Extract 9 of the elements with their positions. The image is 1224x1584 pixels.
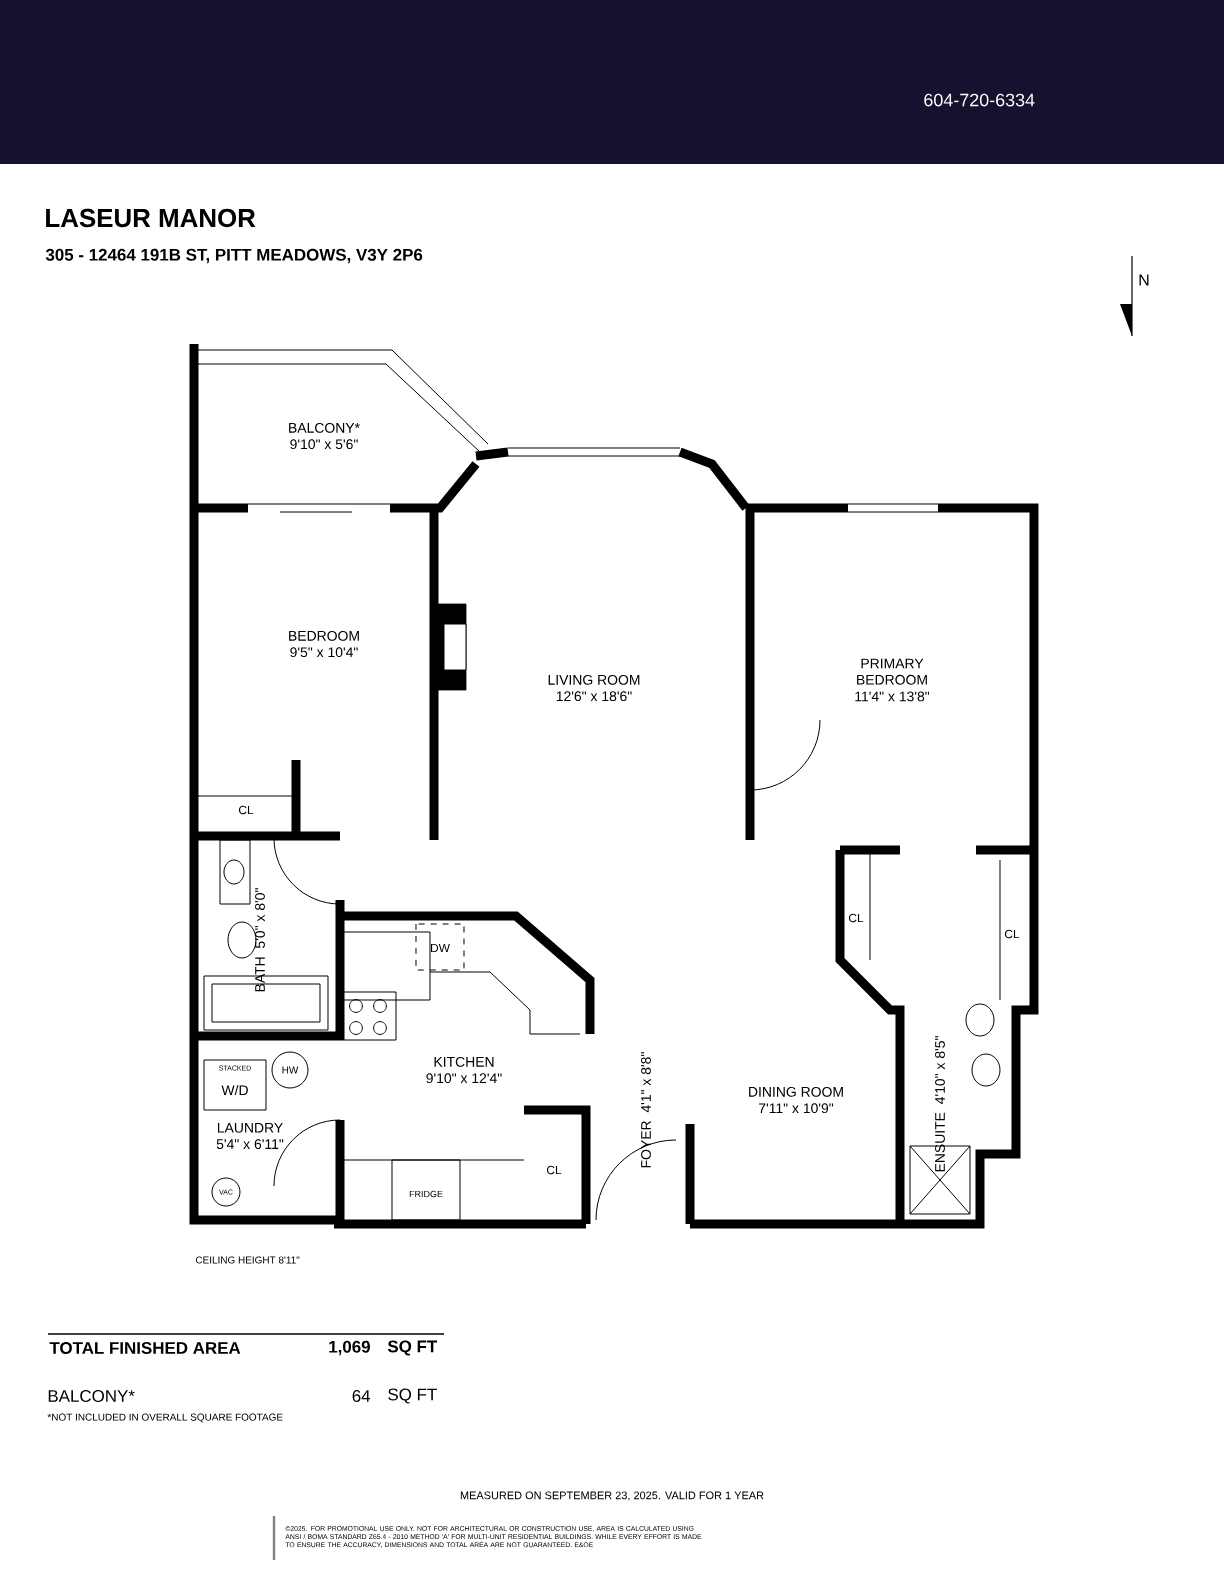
area-unit: SQ FT bbox=[388, 1388, 437, 1404]
address: 305 - 12464 191B ST, PITT MEADOWS, V3Y 2P6 bbox=[45, 248, 423, 264]
phone-number: 604-720-6334 bbox=[924, 93, 1035, 107]
title: LASEUR MANOR bbox=[46, 208, 256, 228]
area-unit: SQ FT bbox=[387, 1340, 438, 1356]
area-value: 1,069 bbox=[329, 1340, 370, 1356]
area-value: 64 bbox=[352, 1390, 371, 1402]
area-label: BALCONY* bbox=[48, 1390, 135, 1402]
area-label: TOTAL FINISHED AREA bbox=[49, 1342, 241, 1354]
